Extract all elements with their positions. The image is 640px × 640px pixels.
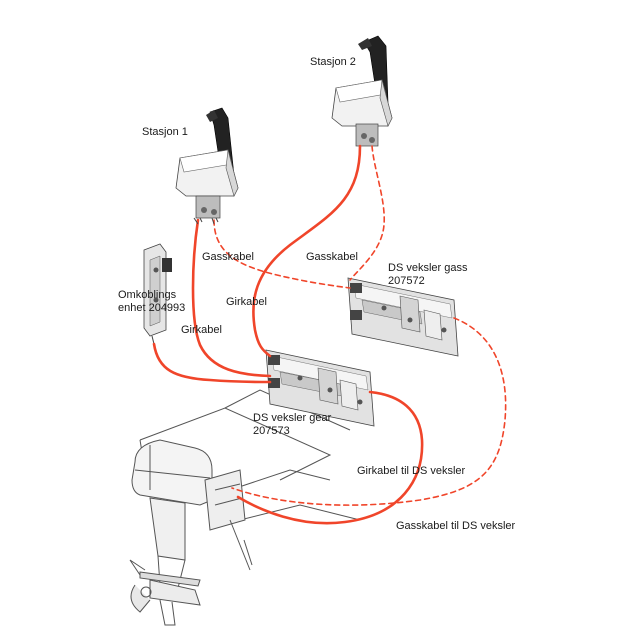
label-ds-throttle: DS veksler gass 207572 [388, 262, 468, 287]
station1-control-lever [175, 107, 239, 223]
ds-shifter-gear-207573 [265, 349, 375, 427]
ds-shifter-throttle-207572 [347, 277, 459, 357]
label-ds-gear: DS veksler gear 207573 [253, 412, 332, 437]
label-throttle-cable-to-ds: Gasskabel til DS veksler [396, 520, 516, 532]
gear-cable-to-ds [236, 390, 424, 525]
label-station2: Stasjon 2 [310, 56, 356, 68]
label-throttle-cable-right: Gasskabel [306, 251, 358, 263]
station2-control-lever [331, 35, 393, 147]
gear-cable-station1 [191, 218, 272, 378]
label-throttle-cable-left: Gasskabel [202, 251, 254, 263]
switch-unit-cable [152, 342, 272, 384]
label-gear-cable-mid: Girkabel [226, 296, 267, 308]
throttle-cable-to-ds [231, 317, 507, 506]
outboard-engine [129, 389, 361, 626]
throttle-cable-station2 [349, 145, 386, 281]
label-station1: Stasjon 1 [142, 126, 188, 138]
switch-unit-204993 [143, 243, 172, 345]
cable-entry-marks [193, 217, 215, 225]
label-switch-unit: Omkoblings enhet 204993 [118, 289, 186, 314]
throttle-cable-station1 [213, 219, 351, 289]
label-gear-cable-to-ds: Girkabel til DS veksler [357, 465, 466, 477]
label-gear-cable-left: Girkabel [181, 324, 222, 336]
cables [152, 144, 507, 525]
gear-cable-station2 [252, 144, 362, 358]
